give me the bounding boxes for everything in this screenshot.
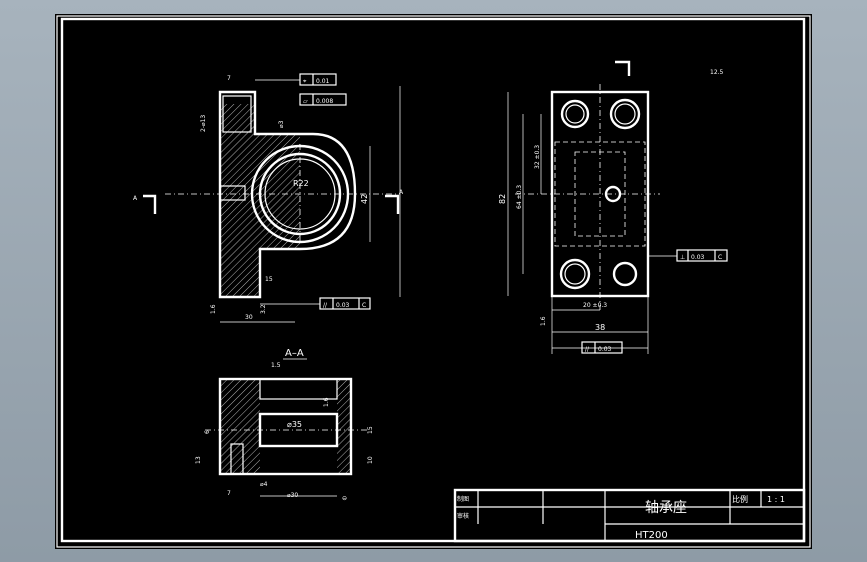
- section-hatch-right: [337, 379, 351, 474]
- tol-frame-parallel: [319, 297, 371, 310]
- side-view: 82 64 ±0.3 32 ±0.3 20 ±0.3 38 // 0.03: [498, 60, 728, 354]
- side-perp-symbol: ⊥: [680, 254, 685, 261]
- side-tol-perp: [676, 249, 728, 262]
- side-par-symbol: //: [585, 346, 590, 353]
- side-hole-tl-inner: [565, 104, 585, 124]
- cut-marker-right: [385, 194, 400, 214]
- tb-part-name: 轴承座: [645, 500, 687, 516]
- depth-text: 7: [227, 75, 231, 82]
- side-rough-text: 1.6: [540, 316, 547, 326]
- section-rough: 1.6: [323, 397, 330, 407]
- section-bore-tol-text: ⌀30: [287, 492, 298, 499]
- side-hole-tl-outer: [560, 99, 590, 129]
- section-dim-7: 7: [227, 490, 231, 497]
- side-rough-top: 12.5: [710, 69, 724, 76]
- tb-material: HT200: [635, 530, 668, 541]
- section-bore-top: [259, 378, 338, 400]
- hole-small-text: ⌀3: [278, 120, 285, 128]
- title-block: 制图 审核 轴承座 HT200 比例 1 : 1: [453, 488, 806, 543]
- side-perp-datum: C: [718, 254, 722, 261]
- drawing-sheet[interactable]: A A 42 30 R22 2-⌀13 ⌀3 7 15 1.6 3.2 ⌖: [55, 14, 812, 549]
- section-datum-mark: ⊖: [342, 495, 347, 502]
- front-slot: [219, 185, 246, 201]
- tb-scale-value: 1 : 1: [767, 495, 785, 504]
- section-view: A–A ⌀35 ⌀30 ⌀4 13 15 10 7 6 1.6 1.5: [195, 348, 374, 502]
- side-tol-parallel: [581, 341, 623, 354]
- section-chamfer: 1.5: [271, 362, 281, 369]
- section-dim-15: 15: [367, 426, 374, 434]
- dim-42-text: 42: [360, 194, 369, 204]
- section-label: A–A: [285, 348, 304, 359]
- tol-position-value: 0.01: [316, 78, 330, 85]
- cut-label-left: A: [133, 195, 138, 202]
- dim-64-text: 64 ±0.3: [516, 185, 523, 209]
- dim-20-text: 20 ±0.3: [583, 302, 607, 309]
- cut-label-right: A: [399, 189, 404, 196]
- tol-parallel-datum: C: [362, 302, 366, 309]
- dim-82-text: 82: [498, 194, 507, 204]
- tol-position-symbol: ⌖: [303, 78, 307, 85]
- tb-scale-label: 比例: [732, 494, 748, 504]
- side-hidden-inner: [574, 151, 626, 237]
- tol-parallel-value: 0.03: [336, 302, 350, 309]
- front-view: A A 42 30 R22 2-⌀13 ⌀3 7 15 1.6 3.2 ⌖: [133, 73, 404, 323]
- tb-row1-label: 制图: [457, 495, 469, 503]
- tol-flatness-symbol: ▱: [303, 98, 308, 105]
- ream-text: 15: [265, 276, 273, 283]
- section-dim-10: 10: [367, 456, 374, 464]
- side-hole-tr-inner: [614, 103, 636, 125]
- tol-flatness-value: 0.008: [316, 98, 333, 105]
- side-hole-center: [604, 185, 622, 203]
- tol-frame-position: [299, 73, 337, 86]
- section-bore-text: ⌀35: [287, 420, 302, 429]
- section-hatch-left: [220, 379, 260, 474]
- radius-text: R22: [293, 179, 309, 188]
- side-hole-br: [612, 261, 638, 287]
- tb-row2-label: 审核: [457, 512, 469, 520]
- dim-32-text: 32 ±0.3: [534, 145, 541, 169]
- title-block-frame: [453, 488, 806, 543]
- hole-pattern-text: 2-⌀13: [200, 115, 207, 132]
- rough-1-text: 1.6: [210, 304, 217, 314]
- section-dim-6: 6: [204, 430, 211, 434]
- outer-border: [56, 15, 811, 548]
- side-par-value: 0.03: [598, 346, 612, 353]
- side-perp-value: 0.03: [691, 254, 705, 261]
- side-hole-tr-outer: [609, 98, 641, 130]
- dim-width-text: 30: [245, 314, 253, 321]
- front-top-boss: [222, 95, 252, 133]
- tol-frame-flatness: [299, 93, 347, 106]
- front-outline: [218, 90, 357, 299]
- side-hidden-bore: [554, 141, 646, 247]
- inner-border: [60, 17, 806, 543]
- section-dim-13: 13: [195, 456, 202, 464]
- side-hole-bl-inner: [564, 263, 586, 285]
- side-cut-marker: [615, 60, 631, 76]
- rough-2-text: 3.2: [260, 304, 267, 314]
- tol-parallel-symbol: //: [323, 302, 328, 309]
- section-pin-text: ⌀4: [260, 481, 268, 488]
- cut-marker-left: [143, 194, 157, 214]
- side-hole-bl-outer: [559, 258, 591, 290]
- section-pin-hole: [230, 443, 244, 475]
- dim-38-text: 38: [595, 323, 605, 332]
- drawing-canvas: A A 42 30 R22 2-⌀13 ⌀3 7 15 1.6 3.2 ⌖: [56, 15, 811, 548]
